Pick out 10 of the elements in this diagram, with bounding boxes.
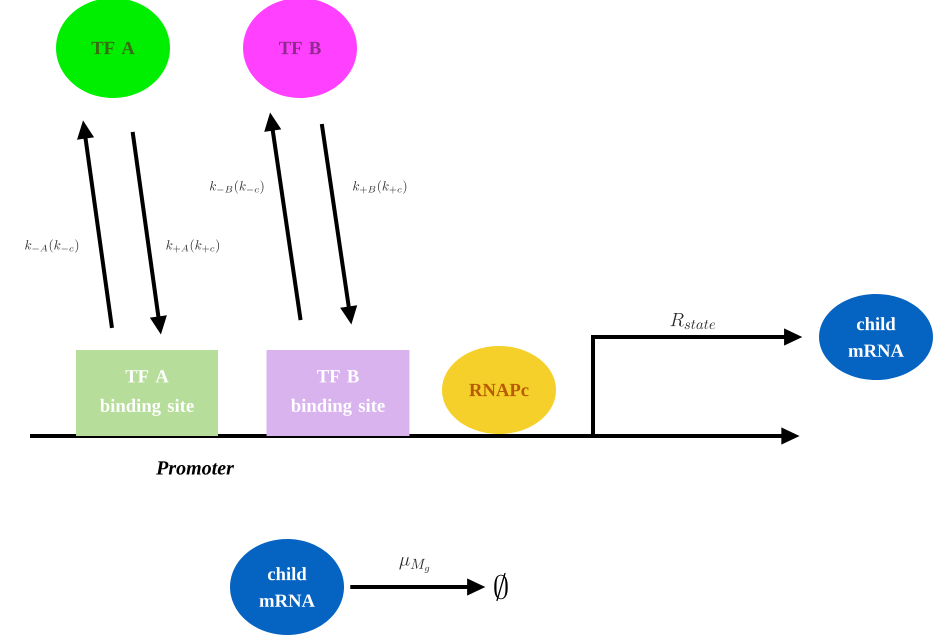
rate-label: $k_{+B}(k_{+c})$	[353, 180, 406, 194]
rate-label: $k_{-B}(k_{-c})$	[210, 180, 264, 194]
rate-label: $R_{state}$	[670, 313, 716, 330]
region-label: Promoter	[156, 461, 234, 475]
rate-label: $k_{-A}(k_{-c})$	[25, 239, 78, 253]
rate-label: $k_{+A}(k_{+c})$	[166, 239, 220, 253]
binding-site-box: TF B binding site	[266, 350, 410, 436]
empty-set-symbol: $\emptyset$	[494, 572, 508, 602]
binding-site-box: TF A binding site	[76, 350, 218, 436]
rate-label: $\mu_{M_g}$	[399, 556, 430, 573]
